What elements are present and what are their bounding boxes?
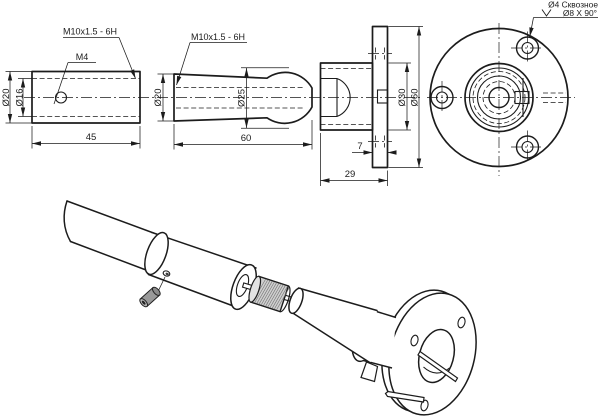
slot-hidden-lines bbox=[543, 92, 566, 103]
front-view-centerlines bbox=[427, 23, 575, 176]
flange-hole bbox=[457, 316, 466, 329]
view-ballstud-side: M10x1.5 - 6H Ø20 Ø25 60 bbox=[153, 32, 313, 150]
flange-hole bbox=[420, 399, 429, 412]
ballstud-thread-label: M10x1.5 - 6H bbox=[191, 32, 245, 42]
assembly-adapter-sleeve bbox=[144, 231, 257, 311]
view-adapter-side: M4 M10x1.5 - 6H Ø20 Ø16 45 bbox=[1, 27, 141, 149]
flange-hole-note-line2: Ø8 X 90° bbox=[563, 8, 597, 18]
view-socket-front: Ø4 Сквозное Ø8 X 90° bbox=[427, 0, 598, 176]
dim-ext-lines bbox=[320, 133, 388, 186]
bolt-hole-top-right bbox=[511, 31, 544, 65]
retaining-pin bbox=[417, 350, 459, 383]
view-assembly-3d bbox=[63, 200, 477, 416]
center-hole-circle bbox=[488, 86, 510, 109]
flange-hole-centerlines bbox=[368, 53, 392, 142]
adapter-thread-leader bbox=[118, 37, 136, 79]
ballstud-bore-hidden-lines bbox=[176, 87, 303, 109]
socket-ball-cavity bbox=[336, 77, 351, 118]
dim-socket-length: 29 bbox=[345, 169, 356, 180]
sleeve-setscrew-hole-inner bbox=[165, 272, 169, 276]
socket-slot bbox=[376, 89, 389, 104]
setscrew-assembly-leader bbox=[158, 276, 166, 291]
assembly-ballstud-cone bbox=[288, 287, 378, 364]
cone-left-face bbox=[288, 287, 304, 315]
dim-ext-lines bbox=[241, 67, 289, 129]
hidden-circle bbox=[472, 71, 526, 124]
flange-outer-circle bbox=[429, 27, 569, 168]
flange-hole-note-line1: Ø4 Сквозное bbox=[548, 0, 598, 10]
thread-texture bbox=[252, 278, 291, 311]
dim-ballstud-shank-dia: Ø20 bbox=[153, 89, 164, 107]
socket-body-outline bbox=[319, 62, 374, 131]
retaining-pin-2 bbox=[384, 390, 425, 403]
assembly-threaded-stud bbox=[248, 275, 291, 313]
adapter-bore-hidden-lines bbox=[32, 78, 140, 117]
bolt-hole-bottom-right bbox=[511, 130, 544, 164]
view-socket-side: 7 29 Ø30 Ø60 bbox=[319, 25, 423, 186]
dim-ext-lines bbox=[157, 73, 174, 122]
assembly-set-screw bbox=[139, 286, 161, 308]
adapter-setscrew-hole bbox=[54, 91, 68, 104]
adapter-outline bbox=[31, 70, 141, 124]
bolt-hole-left bbox=[430, 81, 454, 114]
ball-cavity-arc bbox=[423, 366, 450, 374]
assembly-tube bbox=[63, 200, 164, 273]
socket-flange-outline bbox=[371, 25, 389, 169]
socket-hidden-lines bbox=[320, 68, 373, 125]
dim-adapter-outer-dia: Ø20 bbox=[1, 89, 12, 107]
adapter-thread-label: M10x1.5 - 6H bbox=[63, 27, 117, 37]
ballstud-thread-leader bbox=[176, 42, 191, 86]
dim-adapter-length: 45 bbox=[86, 132, 97, 143]
countersink-icon bbox=[541, 9, 552, 17]
assembly-flange bbox=[381, 289, 477, 416]
dim-socket-bore-dia: Ø30 bbox=[397, 89, 408, 107]
flange-hole bbox=[410, 334, 419, 347]
hex-socket-icon bbox=[141, 300, 146, 305]
hub-tab bbox=[360, 361, 379, 383]
setscrew-leader bbox=[53, 62, 69, 105]
socket-bore-lines bbox=[320, 77, 337, 118]
dim-adapter-bore-dia: Ø16 bbox=[15, 89, 26, 107]
dim-ballstud-length: 60 bbox=[241, 133, 252, 144]
dim-socket-flange-thickness: 7 bbox=[357, 141, 362, 152]
dim-ballstud-ball-dia: Ø25 bbox=[237, 89, 248, 107]
ballstud-outline bbox=[173, 71, 313, 125]
setscrew-label: M4 bbox=[76, 52, 89, 62]
sleeve-left-face bbox=[144, 231, 169, 276]
slot-front bbox=[514, 90, 530, 105]
socket-rim-circle bbox=[476, 75, 522, 120]
hole-note-leader bbox=[529, 17, 534, 37]
boss-circle bbox=[464, 62, 534, 133]
dim-socket-flange-dia: Ø60 bbox=[410, 89, 421, 107]
